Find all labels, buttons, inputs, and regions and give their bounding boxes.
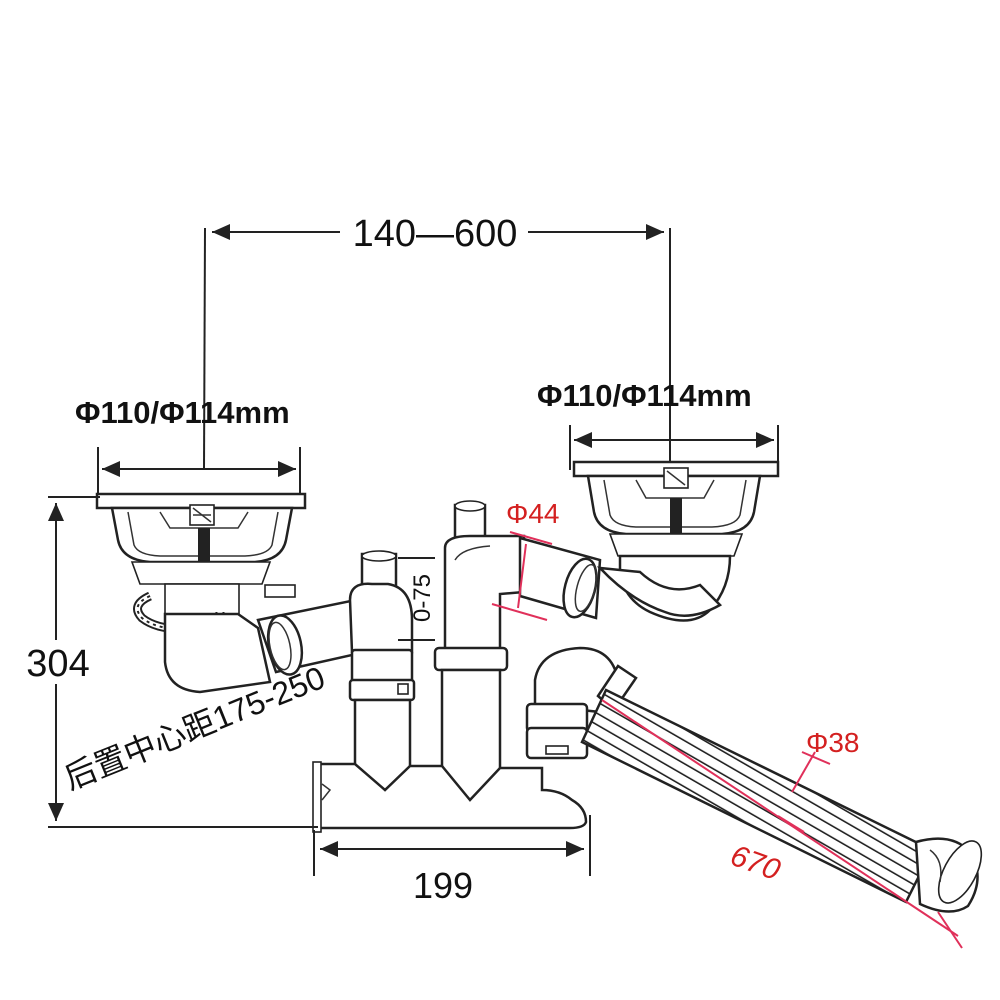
right-strainer-diameter-label: Φ110/Φ114mm	[537, 378, 752, 413]
left-strainer	[95, 492, 307, 615]
pipe-diameter-label: Φ44	[506, 498, 559, 529]
bottom-trap	[312, 761, 588, 833]
hose-diameter-label: Φ38	[806, 727, 859, 758]
height-adjust-dimension: 0-75	[398, 557, 436, 641]
right-strainer	[572, 460, 780, 622]
left-strainer-dimension: Φ110/Φ114mm	[75, 395, 301, 495]
flexible-hose	[580, 688, 983, 913]
hose-length-label: 670	[726, 839, 785, 887]
left-strainer-diameter-label: Φ110/Φ114mm	[75, 395, 290, 430]
bowl-spacing-dimension: 140—600	[203, 213, 671, 471]
right-trap-elbow	[525, 646, 638, 760]
trap-width-label: 199	[413, 865, 473, 906]
trap-width-dimension: 199	[313, 815, 591, 906]
center-standpipe	[433, 500, 526, 802]
right-connect-pipe	[518, 536, 602, 620]
height-dimension: 304	[26, 496, 318, 828]
left-tee	[348, 550, 416, 792]
right-strainer-dimension: Φ110/Φ114mm	[537, 378, 779, 470]
height-adjust-label: 0-75	[409, 574, 436, 622]
pipe-diameter-dimension: Φ44	[491, 498, 559, 621]
height-label: 304	[26, 643, 89, 685]
bowl-spacing-label: 140—600	[353, 213, 518, 255]
